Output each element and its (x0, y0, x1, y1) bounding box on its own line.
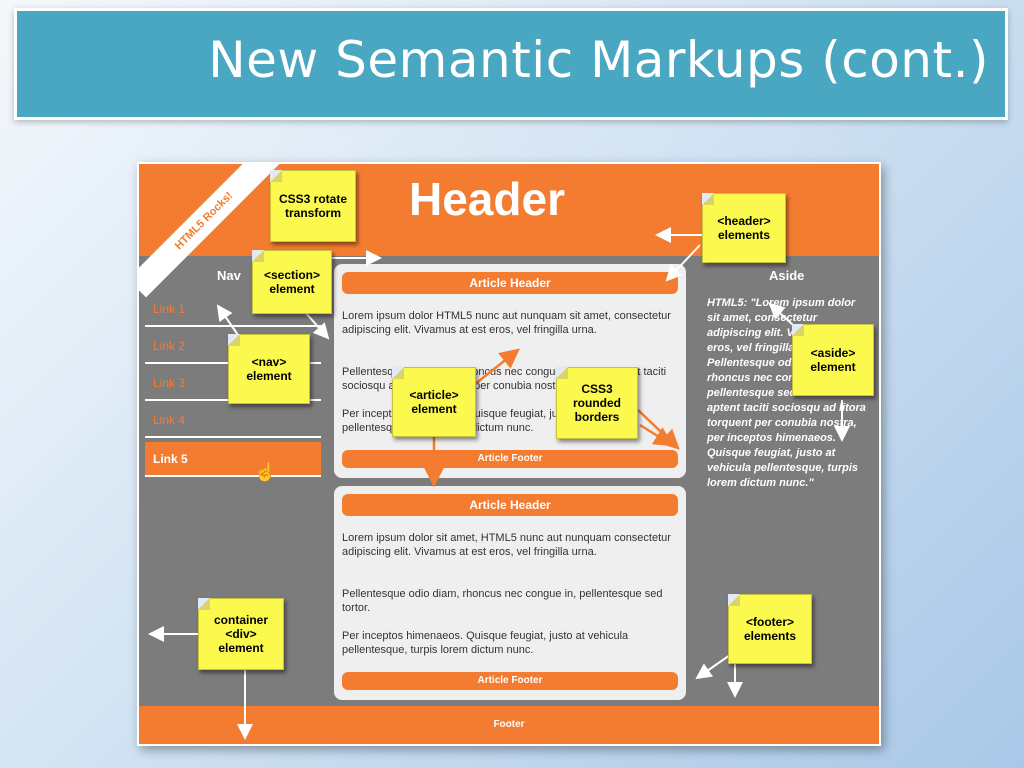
mock-footer: Footer (139, 706, 879, 744)
article-2-footer: Article Footer (342, 672, 678, 690)
slide-title-bar: New Semantic Markups (cont.) (14, 8, 1008, 120)
note-css3-rounded-borders: CSS3 rounded borders (556, 367, 638, 439)
note-section-element: <section> element (252, 250, 332, 314)
note-footer-elements: <footer> elements (728, 594, 812, 664)
slide-title: New Semantic Markups (cont.) (208, 31, 989, 89)
article-1-para-1: Lorem ipsum dolor HTML5 nunc aut nunquam… (342, 310, 671, 336)
nav-link-4[interactable]: Link 4 (145, 403, 321, 438)
article-2-para-1: Lorem ipsum dolor sit amet, HTML5 nunc a… (342, 532, 671, 558)
note-article-element: <article> element (392, 367, 476, 437)
article-1-footer: Article Footer (342, 450, 678, 468)
article-1-header: Article Header (342, 272, 678, 294)
nav-title: Nav (217, 268, 241, 283)
aside-title: Aside (769, 268, 805, 283)
article-2: Article Header Lorem ipsum dolor sit ame… (334, 486, 686, 700)
nav-link-5[interactable]: Link 5 (145, 442, 321, 477)
hand-cursor-icon: ☝ (254, 462, 277, 482)
mock-header-text: Header (409, 173, 565, 225)
article-2-para-2: Pellentesque odio diam, rhoncus nec cong… (342, 588, 663, 614)
article-2-para-3: Per inceptos himenaeos. Quisque feugiat,… (342, 630, 629, 656)
note-nav-element: <nav> element (228, 334, 310, 404)
note-header-elements: <header> elements (702, 193, 786, 263)
note-css3-rotate: CSS3 rotate transform (270, 170, 356, 242)
note-aside-element: <aside> element (792, 324, 874, 396)
note-container-div: container <div> element (198, 598, 284, 670)
article-2-header: Article Header (342, 494, 678, 516)
